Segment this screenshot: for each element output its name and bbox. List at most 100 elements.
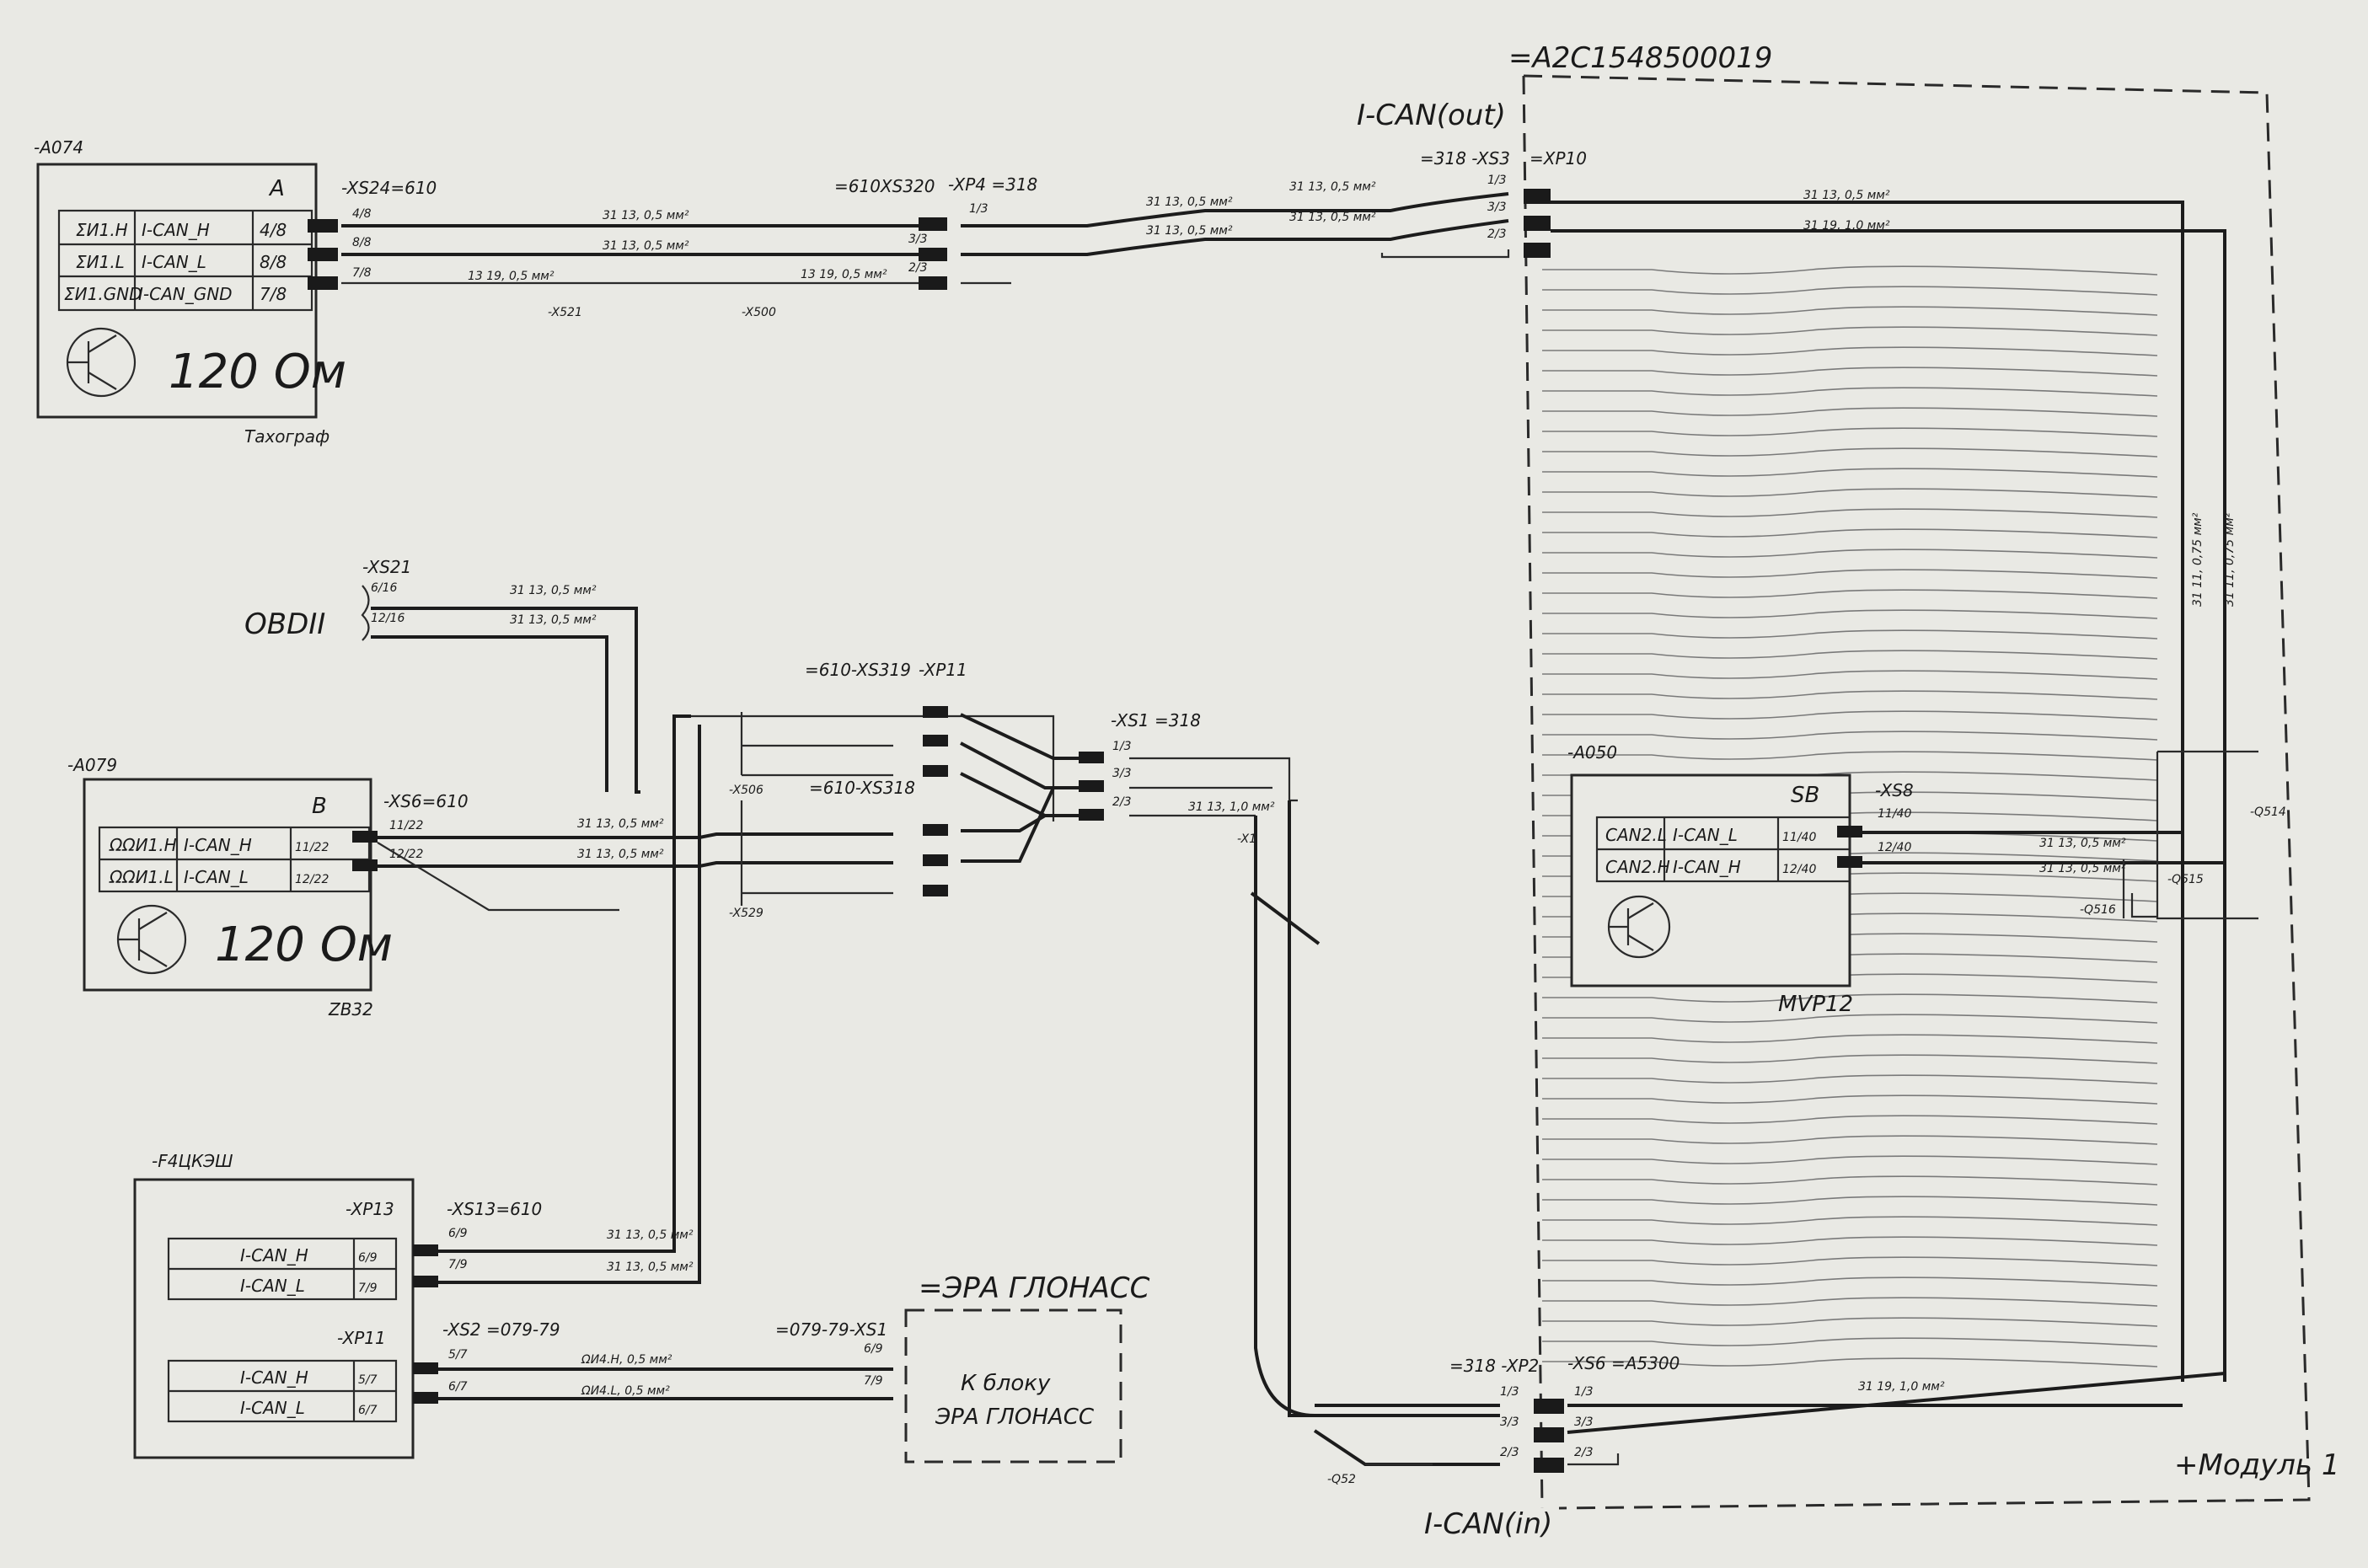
xs6-label: -XS6=610 [383, 791, 469, 811]
wire-label: ΩИ4.Н, 0,5 мм² [581, 1353, 672, 1367]
hatch-line [1542, 528, 2158, 538]
hatch-line [1542, 1074, 2158, 1084]
era-line2: ЭРА ГЛОНАСС [935, 1405, 1095, 1430]
obd-pin2: 12/16 [371, 612, 404, 625]
pksh-r2-pin: 7/9 [358, 1282, 378, 1295]
pksh-xp13: -XP13 [346, 1199, 394, 1219]
hatch-line [1542, 569, 2158, 579]
ground-q514: -Q514 [2250, 805, 2286, 819]
xs1-label: -XS1 =318 [1111, 710, 1201, 730]
hatch-line [1542, 1256, 2158, 1266]
obd-pin1: 6/16 [371, 581, 398, 595]
ground-q516: -Q516 [2080, 903, 2116, 917]
xs24-pin2: 8/8 [352, 236, 372, 249]
ground-x1: -X1 [1237, 832, 1256, 846]
xs318-label: =610-XS318 [809, 778, 915, 798]
a074-row1-pin: 4/8 [260, 220, 287, 240]
a050-letter: SB [1791, 783, 1819, 808]
hatch-line [1542, 1357, 2158, 1367]
xs2-label: -XS2 =079-79 [442, 1319, 560, 1340]
a050-row1-sig: I-CAN_L [1673, 825, 1738, 845]
ground-q52: -Q52 [1327, 1473, 1356, 1486]
hatch-line [1542, 589, 2158, 599]
unit-pksh: -F4ЦКЭШ -XP13 I-CAN_H 6/9 I-CAN_L 7/9 -X… [133, 1151, 415, 1459]
module-id-title: =A2C1548500019 [1508, 41, 1772, 75]
xp10-pin2: 3/3 [1487, 201, 1507, 214]
a079-row2-sig: I-CAN_L [184, 867, 249, 887]
xs2-pin1: 5/7 [448, 1348, 468, 1362]
hatch-line [1542, 1216, 2158, 1226]
xs6b-label: -XS6 =A5300 [1567, 1353, 1680, 1373]
era-ref: =079-79-XS1 [775, 1319, 887, 1340]
ground-x529: -X529 [729, 907, 763, 920]
xs24-label: -XS24=610 [341, 178, 437, 198]
ground-q515: -Q515 [2167, 873, 2204, 886]
xs6-pin2: 12/22 [389, 848, 423, 861]
hatch-line [1542, 1135, 2158, 1145]
wire-label: 31 13, 0,5 мм² [2039, 862, 2126, 875]
era-pin2: 7/9 [864, 1374, 883, 1388]
a074-row2-sig: I-CAN_L [142, 252, 206, 272]
a050-name: MVP12 [1778, 992, 1853, 1017]
a074-row3-pin: 7/8 [260, 284, 287, 304]
hatch-line [1542, 1297, 2158, 1307]
hatch-line [1542, 1054, 2158, 1064]
xs8-pin1: 11/40 [1878, 807, 1911, 821]
wire-labels: 31 13, 0,5 мм² 31 13, 0,5 мм² 31 13, 0,5… [468, 180, 2237, 1398]
xp10-label: =XP10 [1530, 148, 1587, 169]
xs13-label: -XS13=610 [447, 1199, 542, 1219]
ground-labels: -X521 -X500 -X506 -X529 -X1 -Q514 -Q515 … [548, 306, 2286, 1486]
wire-label: 31 13, 0,5 мм² [577, 817, 664, 831]
a050-row1-code: CAN2.L [1605, 825, 1667, 845]
hatch-line [1542, 1236, 2158, 1246]
xp2-pin3: 2/3 [1500, 1446, 1519, 1459]
hatch-line [1542, 629, 2158, 640]
hatch-line [1542, 993, 2158, 1003]
wire-label: 31 19, 1,0 мм² [1858, 1380, 1945, 1394]
hatch-line [1542, 1155, 2158, 1165]
wire-label: 31 13, 0,5 мм² [603, 239, 689, 253]
pksh-ref: -F4ЦКЭШ [152, 1151, 233, 1171]
era-glonass-block: =ЭРА ГЛОНАСС К блоку ЭРА ГЛОНАСС =079-79… [775, 1271, 1150, 1464]
xs3320-label: =610XS320 [834, 176, 935, 196]
pksh-r1-sig: I-CAN_H [240, 1245, 308, 1266]
xp4-pin3: 2/3 [908, 261, 928, 275]
connector-labels: -XS24=610 4/8 8/8 7/8 =610XS320 -XP4 =31… [341, 148, 1914, 1459]
hatch-line [1542, 346, 2158, 356]
a079-row1-pin: 11/22 [295, 841, 329, 854]
hatch-line [1542, 1094, 2158, 1105]
ground-x506: -X506 [729, 784, 763, 797]
unit-a050: -A050 SB CAN2.L I-CAN_L 11/40 CAN2.H I-C… [1567, 742, 1853, 1017]
xs13-pin1: 6/9 [448, 1227, 468, 1240]
hatch-line [1542, 609, 2158, 619]
hatch-line [1542, 326, 2158, 336]
a079-row2-pin: 12/22 [295, 873, 329, 886]
ground-x500: -X500 [742, 306, 776, 319]
xp10-pin1: 1/3 [1487, 174, 1507, 187]
wire-label: 31 13, 0,5 мм² [1289, 180, 1376, 194]
a074-row3-code: ΣИ1.GND [64, 284, 142, 304]
a079-row1-sig: I-CAN_H [184, 835, 252, 855]
wire-label: 31 13, 0,5 мм² [1146, 224, 1233, 238]
obd-name: OBDII [244, 607, 325, 641]
xp2-pin1: 1/3 [1500, 1385, 1519, 1399]
hatch-line [1542, 650, 2158, 660]
xp2-label: =318 -XP2 [1449, 1356, 1539, 1376]
xp4-pin2: 3/3 [908, 233, 928, 246]
hatch-line [1542, 265, 2158, 276]
a079-resistor: 120 Ом [215, 918, 393, 972]
a050-row2-pin: 12/40 [1782, 863, 1816, 876]
wire-label: 31 11, 0,75 мм² [2191, 512, 2205, 607]
xs3-label: =318 -XS3 [1420, 148, 1510, 169]
hatch-line [1542, 1196, 2158, 1206]
xs6b-pin2: 3/3 [1574, 1415, 1594, 1429]
wires [341, 192, 2258, 1466]
a050-row2-sig: I-CAN_H [1673, 857, 1741, 877]
hatch-line [1542, 286, 2158, 296]
xp4-pin1: 1/3 [969, 202, 988, 216]
a079-name: ZB32 [328, 999, 373, 1019]
wire-label: 31 13, 0,5 мм² [603, 209, 689, 222]
pksh-xp11: -XP11 [337, 1328, 386, 1348]
hatch-line [1542, 1115, 2158, 1125]
xs6b-pin3: 2/3 [1574, 1446, 1594, 1459]
